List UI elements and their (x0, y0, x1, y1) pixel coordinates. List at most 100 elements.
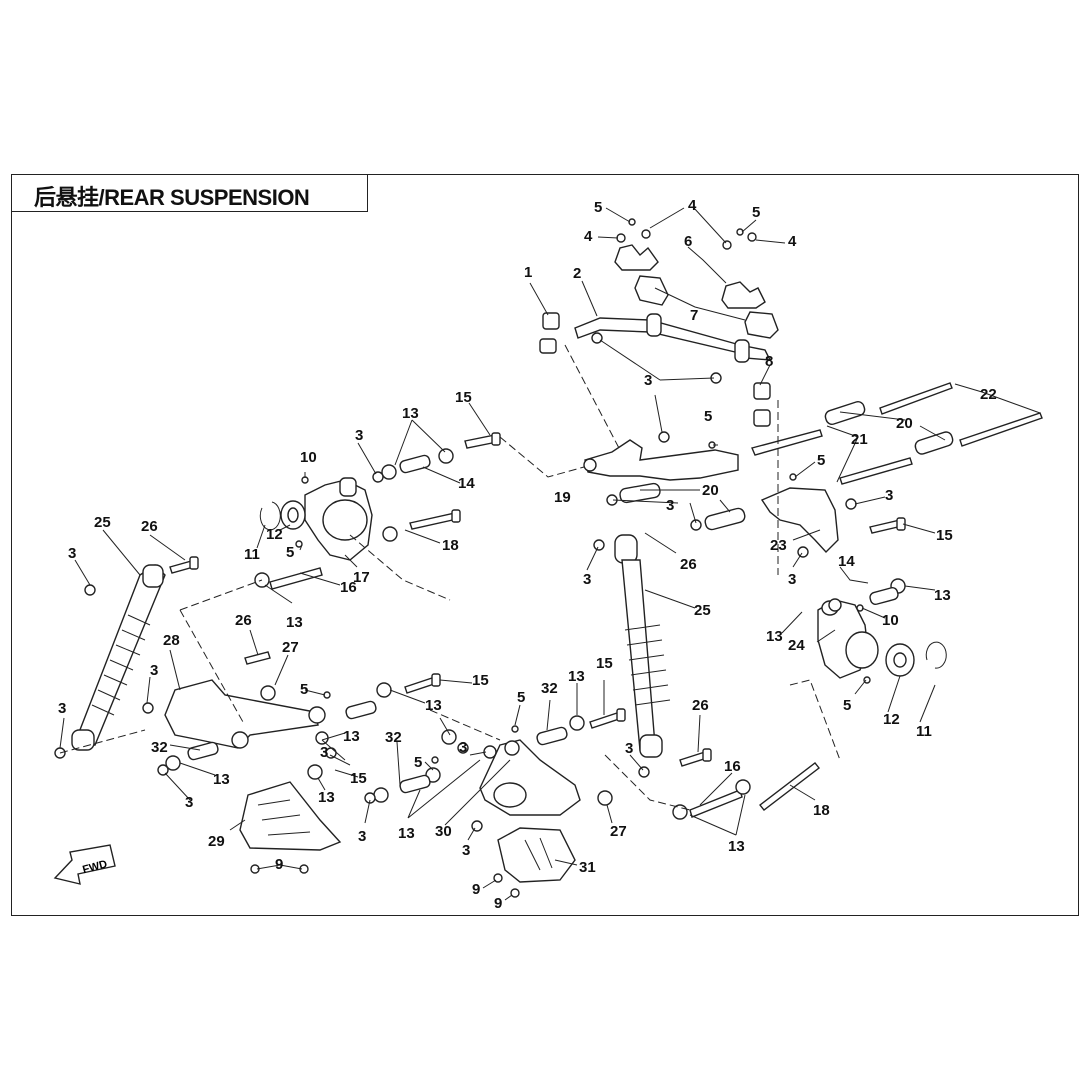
callout-24: 24 (788, 637, 805, 654)
stabilizer-link-right (753, 382, 771, 427)
callout-3: 3 (358, 828, 366, 845)
callout-3: 3 (459, 739, 467, 756)
callout-5: 5 (817, 452, 825, 469)
left-bearing (280, 500, 306, 530)
callout-14: 14 (458, 475, 475, 492)
callout-13: 13 (568, 668, 585, 685)
callout-3: 3 (666, 497, 674, 514)
callout-9: 9 (275, 856, 283, 873)
callout-5: 5 (517, 689, 525, 706)
callout-4: 4 (688, 197, 697, 214)
upper-a-arm (583, 439, 739, 481)
callout-8: 8 (765, 353, 773, 370)
callout-4: 4 (584, 228, 593, 245)
callout-15: 15 (455, 389, 472, 406)
callout-1: 1 (524, 264, 532, 281)
callout-25: 25 (94, 514, 111, 531)
callout-3: 3 (625, 740, 633, 757)
callout-19: 19 (554, 489, 571, 506)
callout-20: 20 (896, 415, 913, 432)
callout-5: 5 (300, 681, 308, 698)
callout-15: 15 (936, 527, 953, 544)
callout-26: 26 (692, 697, 709, 714)
callout-31: 31 (579, 859, 596, 876)
page-title: 后悬挂/REAR SUSPENSION (34, 185, 310, 210)
left-lower-arm (164, 679, 319, 749)
callout-16: 16 (340, 579, 357, 596)
stabilizer-clamp-left (614, 244, 669, 306)
callout-13: 13 (425, 697, 442, 714)
callout-11: 11 (244, 546, 260, 563)
callout-18: 18 (813, 802, 830, 819)
leader-lines (59, 207, 1041, 901)
diagram-frame (11, 174, 1079, 916)
right-bearing (885, 643, 915, 677)
right-knuckle (817, 599, 879, 679)
callout-13: 13 (934, 587, 951, 604)
callout-5: 5 (594, 199, 602, 216)
callout-15: 15 (596, 655, 613, 672)
callout-13: 13 (343, 728, 360, 745)
callout-labels: 1 2 3 3 3 3 3 3 3 3 3 3 3 3 3 3 3 3 4 4 … (58, 197, 997, 912)
right-lower-arm (479, 739, 581, 816)
callout-15: 15 (350, 770, 367, 787)
callout-27: 27 (282, 639, 299, 656)
callout-30: 30 (435, 823, 452, 840)
callout-14: 14 (838, 553, 855, 570)
callout-10: 10 (300, 449, 317, 466)
callout-29: 29 (208, 833, 225, 850)
callout-13: 13 (402, 405, 419, 422)
callout-5: 5 (414, 754, 422, 771)
title-box (11, 174, 368, 212)
callout-27: 27 (610, 823, 627, 840)
callout-5: 5 (752, 204, 760, 221)
hardware (54, 218, 906, 898)
callout-13: 13 (398, 825, 415, 842)
callout-3: 3 (462, 842, 470, 859)
callout-16: 16 (724, 758, 741, 775)
callout-6: 6 (684, 233, 692, 250)
assembly-lines (59, 344, 841, 811)
callout-3: 3 (355, 427, 363, 444)
callout-3: 3 (320, 744, 328, 761)
stabilizer-link-left (539, 312, 560, 354)
callout-20: 20 (702, 482, 719, 499)
callout-32: 32 (541, 680, 558, 697)
callout-12: 12 (883, 711, 900, 728)
callout-18: 18 (442, 537, 459, 554)
callout-7: 7 (690, 307, 698, 324)
fwd-arrow-icon: FWD (53, 844, 116, 885)
left-skid-guard (239, 781, 342, 851)
callout-3: 3 (788, 571, 796, 588)
callout-5: 5 (843, 697, 851, 714)
callout-32: 32 (151, 739, 168, 756)
callout-13: 13 (213, 771, 230, 788)
callout-13: 13 (318, 789, 335, 806)
callout-13: 13 (766, 628, 783, 645)
callout-17: 17 (353, 569, 370, 586)
callout-5: 5 (286, 544, 294, 561)
callout-32: 32 (385, 729, 402, 746)
callout-25: 25 (694, 602, 711, 619)
callout-13: 13 (286, 614, 303, 631)
right-skid-guard (497, 827, 576, 883)
callout-21: 21 (851, 431, 868, 448)
callout-3: 3 (885, 487, 893, 504)
callout-3: 3 (68, 545, 76, 562)
callout-10: 10 (882, 612, 899, 629)
left-circlip (259, 501, 281, 531)
callout-3: 3 (583, 571, 591, 588)
callout-15: 15 (472, 672, 489, 689)
callout-26: 26 (141, 518, 158, 535)
callout-4: 4 (788, 233, 797, 250)
callout-22: 22 (980, 386, 997, 403)
callout-28: 28 (163, 632, 180, 649)
callout-12: 12 (266, 526, 283, 543)
callout-3: 3 (58, 700, 66, 717)
callout-23: 23 (770, 537, 787, 554)
right-circlip (925, 641, 947, 669)
lower-bracket (760, 487, 839, 554)
callout-9: 9 (494, 895, 502, 912)
stabilizer-bar (574, 313, 772, 363)
